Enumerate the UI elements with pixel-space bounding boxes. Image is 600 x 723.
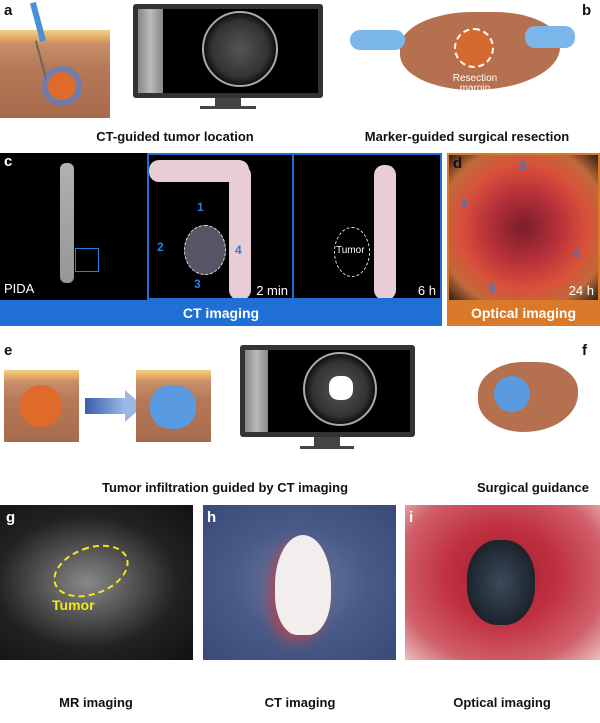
panel-g-mr-image: g Tumor <box>0 505 193 660</box>
time-label: 6 h <box>417 283 436 298</box>
tumor-icon <box>20 385 62 427</box>
caption: Tumor infiltration guided by CT imaging <box>101 480 349 495</box>
panel-label: g <box>6 509 16 526</box>
caption-h: CT imaging <box>264 695 336 710</box>
marker-2: 2 <box>461 197 468 211</box>
marker-2: 2 <box>157 240 164 254</box>
tumor-icon <box>48 72 76 100</box>
panel-label: e <box>4 342 13 359</box>
glove-left-icon <box>350 30 405 50</box>
panel-label: i <box>409 509 414 526</box>
panel-i-optical-image: i <box>405 505 600 660</box>
marker-4: 4 <box>573 247 580 261</box>
ct-6h-image: Tumor 6 h <box>294 153 442 300</box>
tumor-specimen <box>275 535 331 635</box>
panel-label: d <box>453 155 463 172</box>
arrow-icon <box>85 398 125 414</box>
marker-1: 1 <box>197 200 204 214</box>
resection-margin <box>454 28 494 68</box>
panel-label: h <box>207 509 217 526</box>
caption-i: Optical imaging <box>453 695 551 710</box>
ct-scan <box>202 11 278 87</box>
marked-tumor <box>150 385 196 429</box>
ct-2min-image: 1 2 3 4 2 min <box>147 153 294 300</box>
marker-1: 1 <box>489 280 496 294</box>
marker-3: 3 <box>519 159 526 173</box>
ct-monitor <box>240 345 415 437</box>
agent-label: PIDA <box>4 281 35 296</box>
ct-imaging-bar: CT imaging <box>0 300 442 326</box>
panel-h-ct-image: h <box>203 505 396 660</box>
time-label: 2 min <box>256 283 288 298</box>
panel-label: c <box>4 153 13 170</box>
skeleton-image: c PIDA <box>0 153 147 300</box>
tumor-label: Tumor <box>52 597 95 613</box>
annotation: Resection margin <box>452 73 498 94</box>
optical-24h-image: d 1 2 3 4 24 h <box>447 153 600 300</box>
caption: CT-guided tumor location <box>96 129 254 144</box>
caption: Marker-guided surgical resection <box>364 129 570 144</box>
glove-right-icon <box>525 26 575 48</box>
panel-label: a <box>4 2 13 19</box>
caption: Surgical guidance <box>477 480 589 495</box>
ct-scan <box>303 352 377 426</box>
ct-monitor <box>133 4 323 98</box>
caption-g: MR imaging <box>59 695 133 710</box>
panel-label: b <box>582 2 592 19</box>
marked-tumor <box>494 376 530 412</box>
optical-imaging-bar: Optical imaging <box>447 300 600 326</box>
stained-tumor <box>467 540 535 625</box>
marker-3: 3 <box>194 277 201 291</box>
time-label: 24 h <box>568 283 594 298</box>
tumor-label: Tumor <box>336 245 365 256</box>
marker-4: 4 <box>235 243 242 257</box>
panel-label: f <box>582 342 587 359</box>
